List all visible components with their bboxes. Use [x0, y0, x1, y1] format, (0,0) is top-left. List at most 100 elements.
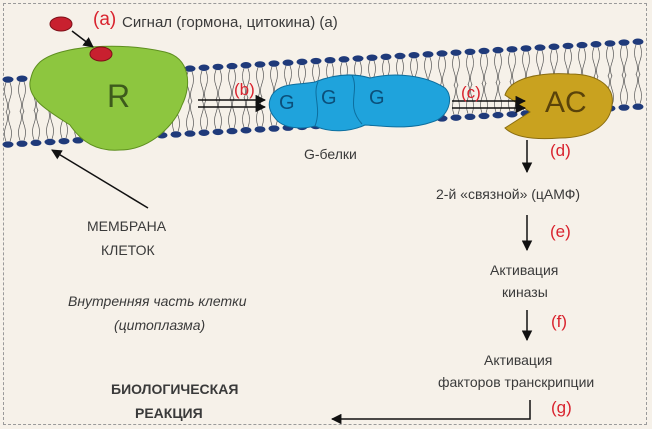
lipid-tail [205, 71, 208, 101]
lipid-tail [191, 101, 194, 131]
lipid-tail [201, 71, 204, 101]
lipid-head [339, 56, 350, 62]
lipid-head [493, 112, 504, 118]
step-g-label: (g) [551, 398, 572, 418]
lipid-head [563, 43, 574, 49]
lipid-head [381, 54, 392, 60]
lipid-head [241, 127, 252, 133]
step-a-label: (a) [93, 9, 116, 31]
lipid-tail [583, 48, 586, 78]
lipid-tail [261, 96, 264, 126]
lipid-head [605, 40, 616, 46]
lipid-tail [495, 53, 498, 83]
membrane-pointer-arrow [52, 150, 148, 208]
step-e-label: (e) [550, 222, 571, 242]
lipid-tail [625, 75, 628, 105]
second-messenger-label: 2-й «связной» (цАМФ) [436, 186, 580, 202]
lipid-tail [233, 98, 236, 128]
arrow-to-bio-reaction [332, 400, 530, 419]
lipid-head [451, 114, 462, 120]
lipid-tail [639, 45, 642, 75]
lipid-tail [607, 46, 610, 76]
lipid-tail [485, 54, 488, 84]
g-protein-letter-1: G [279, 92, 295, 115]
lipid-head [507, 111, 518, 117]
lipid-head [59, 138, 70, 144]
bio-reaction-line-1: БИОЛОГИЧЕСКАЯ [111, 381, 238, 397]
lipid-head [227, 63, 238, 69]
cytoplasm-line-2: (цитоплазма) [114, 317, 205, 333]
lipid-tail [439, 56, 442, 86]
lipid-tail [611, 46, 614, 76]
lipid-tail [457, 56, 460, 86]
membrane-label-line-2: КЛЕТОК [101, 242, 155, 258]
lipid-head [465, 114, 476, 120]
lipid-head [493, 47, 504, 53]
lipid-tail [47, 109, 50, 139]
lipid-head [255, 61, 266, 67]
tf-line-2: факторов транскрипции [438, 374, 594, 390]
lipid-head [3, 76, 14, 82]
bio-reaction-line-2: РЕАКЦИЯ [135, 405, 203, 421]
lipid-tail [219, 70, 222, 100]
lipid-tail [215, 70, 218, 100]
g-protein-letter-2: G [321, 87, 337, 110]
signal-binding-arrow [72, 31, 93, 47]
lipid-head [619, 104, 630, 110]
tf-line-1: Активация [484, 352, 552, 368]
membrane-label-line-1: МЕМБРАНА [87, 218, 166, 234]
lipid-tail [509, 52, 512, 82]
lipid-head [549, 44, 560, 50]
step-c-label: (c) [461, 83, 481, 103]
lipid-head [241, 62, 252, 68]
lipid-tail [37, 110, 40, 140]
cytoplasm-line-1: Внутренняя часть клетки [68, 293, 247, 309]
lipid-head [633, 39, 644, 45]
lipid-tail [201, 100, 204, 130]
lipid-tail [523, 51, 526, 81]
lipid-head [577, 42, 588, 48]
lipid-head [437, 50, 448, 56]
lipid-head [171, 131, 182, 137]
lipid-tail [453, 85, 456, 115]
lipid-head [31, 140, 42, 146]
ac-label: AC [545, 86, 587, 120]
kinase-line-1: Активация [490, 262, 558, 278]
lipid-tail [215, 99, 218, 129]
lipid-tail [9, 83, 12, 113]
lipid-tail [457, 85, 460, 115]
lipid-head [409, 52, 420, 58]
lipid-tail [271, 67, 274, 97]
lipid-tail [513, 52, 516, 82]
lipid-tail [191, 72, 194, 102]
g-protein-shape [269, 75, 449, 131]
lipid-head [451, 49, 462, 55]
signal-molecule-bound [90, 47, 112, 61]
lipid-tail [625, 46, 628, 76]
lipid-tail [639, 74, 642, 104]
lipid-tail [499, 53, 502, 83]
lipid-tail [247, 97, 250, 127]
lipid-head [521, 45, 532, 51]
lipid-tail [257, 67, 260, 97]
lipid-head [591, 41, 602, 47]
lipid-head [227, 128, 238, 134]
lipid-tail [481, 54, 484, 84]
lipid-tail [9, 112, 12, 142]
step-b-label: (b) [234, 80, 255, 100]
signal-molecule-free [50, 17, 72, 31]
lipid-tail [19, 82, 22, 112]
lipid-tail [471, 55, 474, 85]
lipid-head [465, 49, 476, 55]
lipid-head [269, 125, 280, 131]
lipid-tail [579, 48, 582, 78]
lipid-tail [243, 97, 246, 127]
lipid-head [297, 59, 308, 65]
lipid-tail [23, 111, 26, 141]
lipid-tail [19, 111, 22, 141]
lipid-head [213, 129, 224, 135]
lipid-head [199, 130, 210, 136]
lipid-head [185, 130, 196, 136]
lipid-tail [5, 83, 8, 113]
lipid-tail [219, 99, 222, 129]
